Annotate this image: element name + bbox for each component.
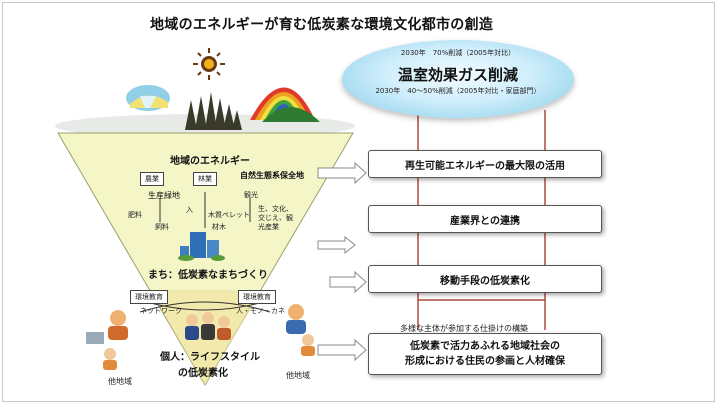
- arrow-to-renewable: [317, 161, 367, 185]
- individual-label-1: 個人：ライフスタイル: [160, 352, 260, 363]
- forestry-tag: 林業: [193, 172, 217, 186]
- lifestyle-small-label: 生、文化、交じえ、観光産業: [258, 205, 293, 231]
- region-left-label: 他地域: [108, 377, 132, 386]
- production-label: 生産緑地: [148, 191, 180, 200]
- region-right-label: 他地域: [286, 371, 310, 380]
- sun-icon: [193, 48, 225, 80]
- city-buildings-icon: [178, 232, 225, 261]
- funnel-triangle: [57, 132, 354, 386]
- outer-frame: [2, 2, 715, 402]
- input-label: 入: [186, 206, 193, 214]
- forest-icon: [185, 92, 242, 130]
- exchange-left-label: ネットワーク: [140, 307, 182, 315]
- exchange-right-label: 人・モノ・カネ: [236, 307, 285, 315]
- feed-label: 飼料: [155, 223, 169, 231]
- tourism-label: 観光: [244, 191, 258, 199]
- town-label: まち：低炭素なまちづくり: [148, 270, 268, 281]
- energy-label: 地域のエネルギー: [170, 156, 250, 167]
- waterfall-landscape-icon: [126, 85, 170, 111]
- mountains-icon: [250, 87, 320, 122]
- emission-target-oval: 2030年 70%削減（2005年対比） 温室効果ガス削減 2030年 40〜5…: [342, 40, 574, 118]
- strategy-renewable-box: 再生可能エネルギーの最大限の活用: [368, 150, 602, 178]
- strategy-mobility-box: 移動手段の低炭素化: [368, 265, 602, 293]
- people-group-icon: [185, 312, 231, 340]
- diagram-title: 地域のエネルギーが育む低炭素な環境文化都市の創造: [150, 17, 494, 33]
- right-people-icon: [286, 304, 315, 356]
- arrow-to-industry: [317, 235, 356, 255]
- nature-label: 自然生態系保全地: [240, 171, 304, 180]
- strategy-industry-box: 産業界との連携: [368, 205, 602, 233]
- env-edu-left-tag: 環境教育: [130, 290, 168, 304]
- individual-label-2: の低炭素化: [178, 368, 228, 379]
- env-edu-right-tag: 環境教育: [238, 290, 276, 304]
- left-people-icon: [86, 310, 128, 370]
- participation-line-1: 低炭素で活力あふれる地域社会の: [410, 341, 560, 352]
- timber-label: 材木: [212, 223, 226, 231]
- participation-box: 低炭素で活力あふれる地域社会の 形成における住民の参画と人材確保: [368, 333, 602, 375]
- agriculture-tag: 農業: [140, 172, 164, 186]
- participation-note: 多様な主体が参加する仕掛けの構築: [400, 324, 528, 333]
- target-line-1: 2030年 70%削減（2005年対比）: [400, 49, 516, 57]
- arrow-to-participation: [317, 338, 367, 362]
- target-main: 温室効果ガス削減: [397, 66, 518, 84]
- target-line-2: 2030年 40〜50%削減（2005年対比・家庭部門）: [375, 87, 541, 95]
- pellet-label: 木質ペレット: [208, 211, 250, 219]
- participation-line-2: 形成における住民の参画と人材確保: [405, 356, 565, 367]
- flow-arrows: [317, 161, 367, 362]
- arrow-to-mobility: [329, 270, 367, 294]
- fertilizer-label: 肥料: [128, 211, 142, 219]
